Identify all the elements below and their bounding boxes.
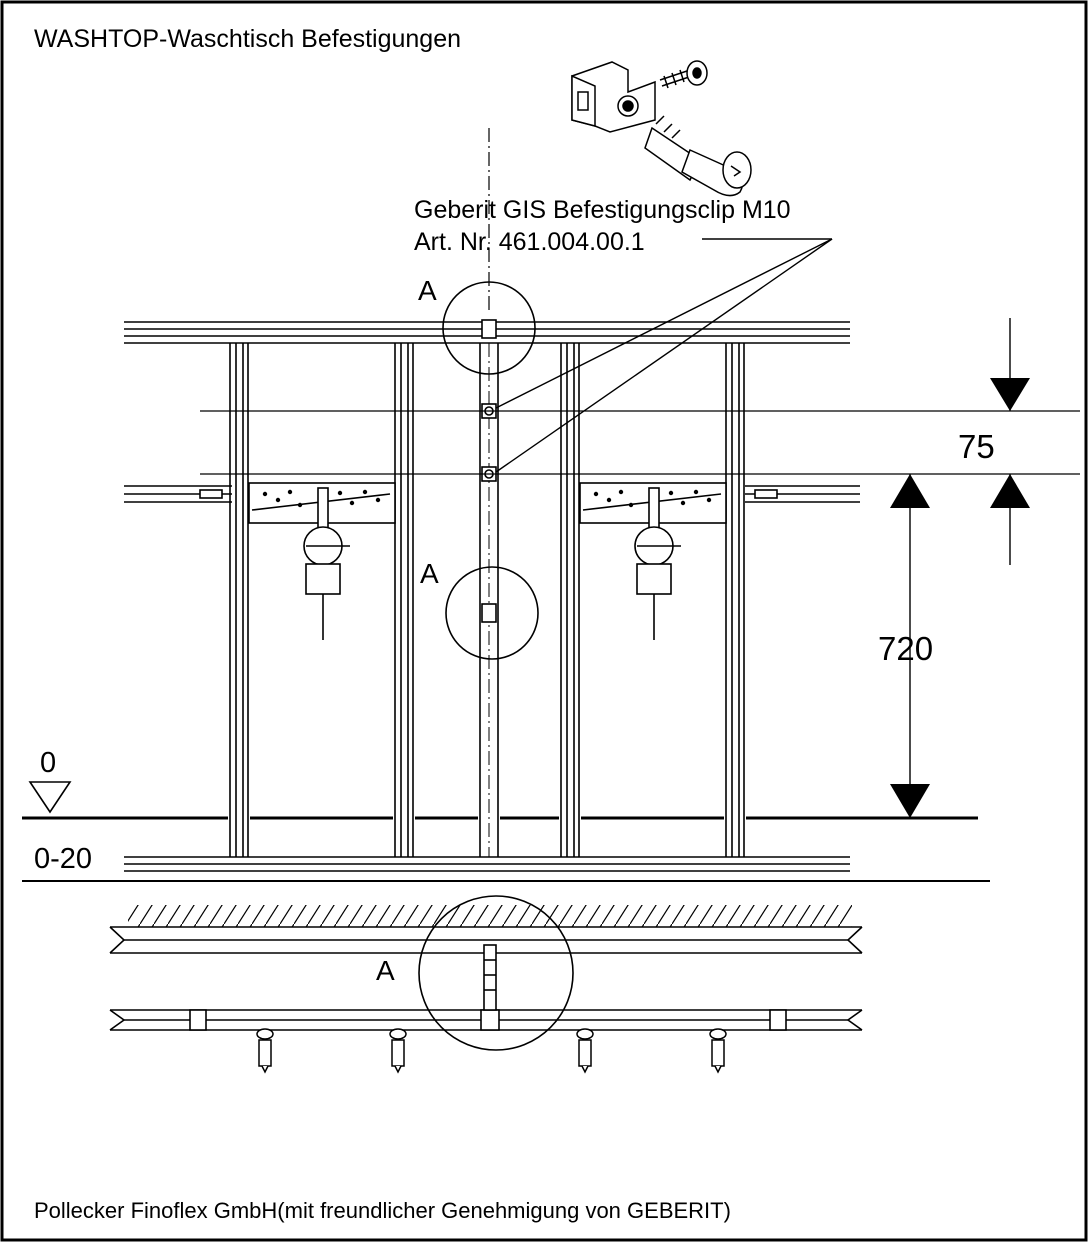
washbasin-carrier-right: [579, 482, 727, 640]
frame-post-3: [560, 343, 580, 857]
bottom-rail: [124, 856, 850, 872]
detail-circle-plan: [418, 895, 574, 1051]
frame-post-center: [479, 343, 499, 857]
dimension-75: [990, 318, 1030, 565]
detail-label-mid: A: [420, 558, 439, 589]
reference-lines: [200, 410, 1080, 475]
callout-article-number: Art. Nr. 461.004.00.1: [414, 228, 645, 256]
detail-circle-top: [442, 281, 536, 375]
footer-credit: Pollecker Finoflex GmbH(mit freundlicher…: [34, 1198, 731, 1223]
callout-leader-lines: [495, 238, 833, 473]
mounting-clip-markers: [481, 319, 497, 623]
level-triangle-icon: [28, 781, 72, 814]
dimension-720-label: 720: [878, 630, 933, 667]
plan-view-feet: [256, 1028, 727, 1074]
plan-view-section: [109, 905, 863, 1031]
frame-post-4: [725, 343, 745, 857]
dimension-75-label: 75: [958, 428, 995, 465]
detail-label-top: A: [418, 275, 437, 306]
callout-product-name: Geberit GIS Befestigungsclip M10: [414, 196, 791, 224]
mid-rail-right: [745, 485, 860, 503]
frame-post-1: [229, 343, 249, 857]
drawing-title: WASHTOP-Waschtisch Befestigungen: [34, 25, 461, 53]
washbasin-carrier-left: [248, 482, 396, 640]
mid-rail-left: [124, 485, 232, 503]
level-zero-label: 0: [40, 747, 56, 779]
level-range-label: 0-20: [34, 843, 92, 875]
detail-label-plan: A: [376, 955, 395, 986]
frame-post-2: [394, 343, 414, 857]
dimension-720: [890, 474, 930, 818]
clip-product-pictogram: [571, 60, 752, 197]
detail-circle-mid: [445, 566, 539, 660]
